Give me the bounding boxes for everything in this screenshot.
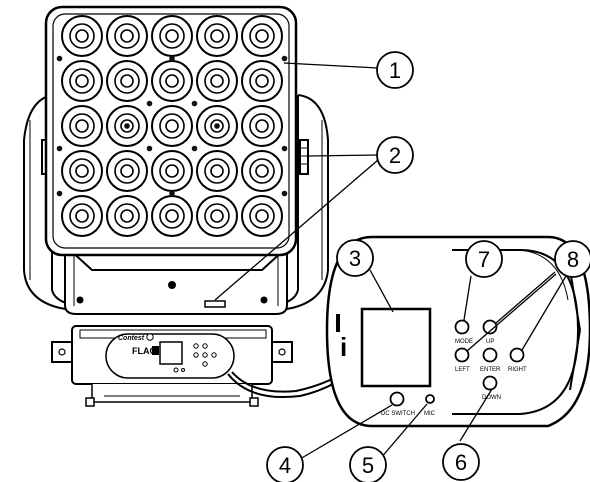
screw-dots — [56, 55, 288, 197]
led-lens — [241, 105, 283, 147]
screw-dot — [191, 100, 198, 107]
screw-dot — [56, 145, 63, 152]
led-lens — [61, 15, 103, 57]
screw-dot — [281, 190, 288, 197]
screw-dot — [281, 145, 288, 152]
left-button — [454, 347, 470, 363]
led-lens — [106, 150, 148, 192]
up-button — [482, 319, 498, 335]
led-lens — [61, 60, 103, 102]
up-label: UP — [486, 339, 494, 345]
led-lens — [151, 60, 193, 102]
screw-dot — [124, 123, 130, 129]
base-brand: Contest — [118, 335, 145, 342]
led-lens — [196, 15, 238, 57]
zoom-panel: i — [325, 235, 590, 428]
led-lens — [61, 105, 103, 147]
led-lens — [151, 15, 193, 57]
mic-label: MIC — [424, 411, 436, 417]
down-button — [482, 375, 498, 391]
led-lens — [196, 150, 238, 192]
mode-label: MODE — [455, 339, 473, 345]
screw-dot — [191, 145, 198, 152]
callout-circles — [266, 51, 590, 482]
screw-dot — [214, 123, 220, 129]
led-lens — [106, 60, 148, 102]
led-lens — [151, 150, 193, 192]
down-label: DOWN — [482, 395, 501, 401]
led-lens — [196, 60, 238, 102]
led-lens — [196, 195, 238, 237]
base-unit — [51, 325, 341, 407]
right-label: RIGHT — [508, 367, 527, 373]
callout-5: 5 — [362, 453, 374, 478]
callout-4: 4 — [279, 453, 291, 478]
led-lens — [106, 195, 148, 237]
dc-switch-button — [389, 391, 405, 407]
left-label: LEFT — [455, 367, 470, 373]
led-lens — [151, 195, 193, 237]
screw-dot — [169, 190, 175, 197]
callout-2: 2 — [389, 143, 401, 168]
led-lens — [61, 195, 103, 237]
callout-1: 1 — [389, 58, 401, 83]
dc-switch-label: DC SWITCH — [381, 411, 415, 417]
moving-head — [44, 5, 298, 271]
zoom-logo-fragment: i — [340, 332, 347, 362]
mode-button — [454, 319, 470, 335]
screw-dot — [146, 145, 153, 152]
yoke — [23, 94, 329, 313]
leader-lines — [214, 62, 567, 460]
base-model: FLAG — [132, 346, 157, 356]
callout-6: 6 — [455, 450, 467, 475]
enter-button — [482, 347, 498, 363]
led-lens — [151, 105, 193, 147]
led-lens — [241, 60, 283, 102]
screw-dot — [56, 190, 63, 197]
screw-dot — [281, 55, 288, 62]
led-lens — [106, 15, 148, 57]
enter-label: ENTER — [480, 367, 501, 373]
callout-3: 3 — [349, 246, 361, 271]
callout-8: 8 — [567, 247, 579, 272]
callout-7: 7 — [478, 247, 490, 272]
led-lens — [61, 150, 103, 192]
screw-dot — [56, 55, 63, 62]
right-button — [509, 347, 525, 363]
led-grid — [61, 15, 283, 237]
led-lens — [241, 195, 283, 237]
mic-sensor — [425, 394, 435, 404]
led-lens — [241, 150, 283, 192]
led-lens — [241, 15, 283, 57]
lcd-display — [360, 307, 432, 388]
screw-dot — [146, 100, 153, 107]
screw-dot — [169, 55, 175, 62]
